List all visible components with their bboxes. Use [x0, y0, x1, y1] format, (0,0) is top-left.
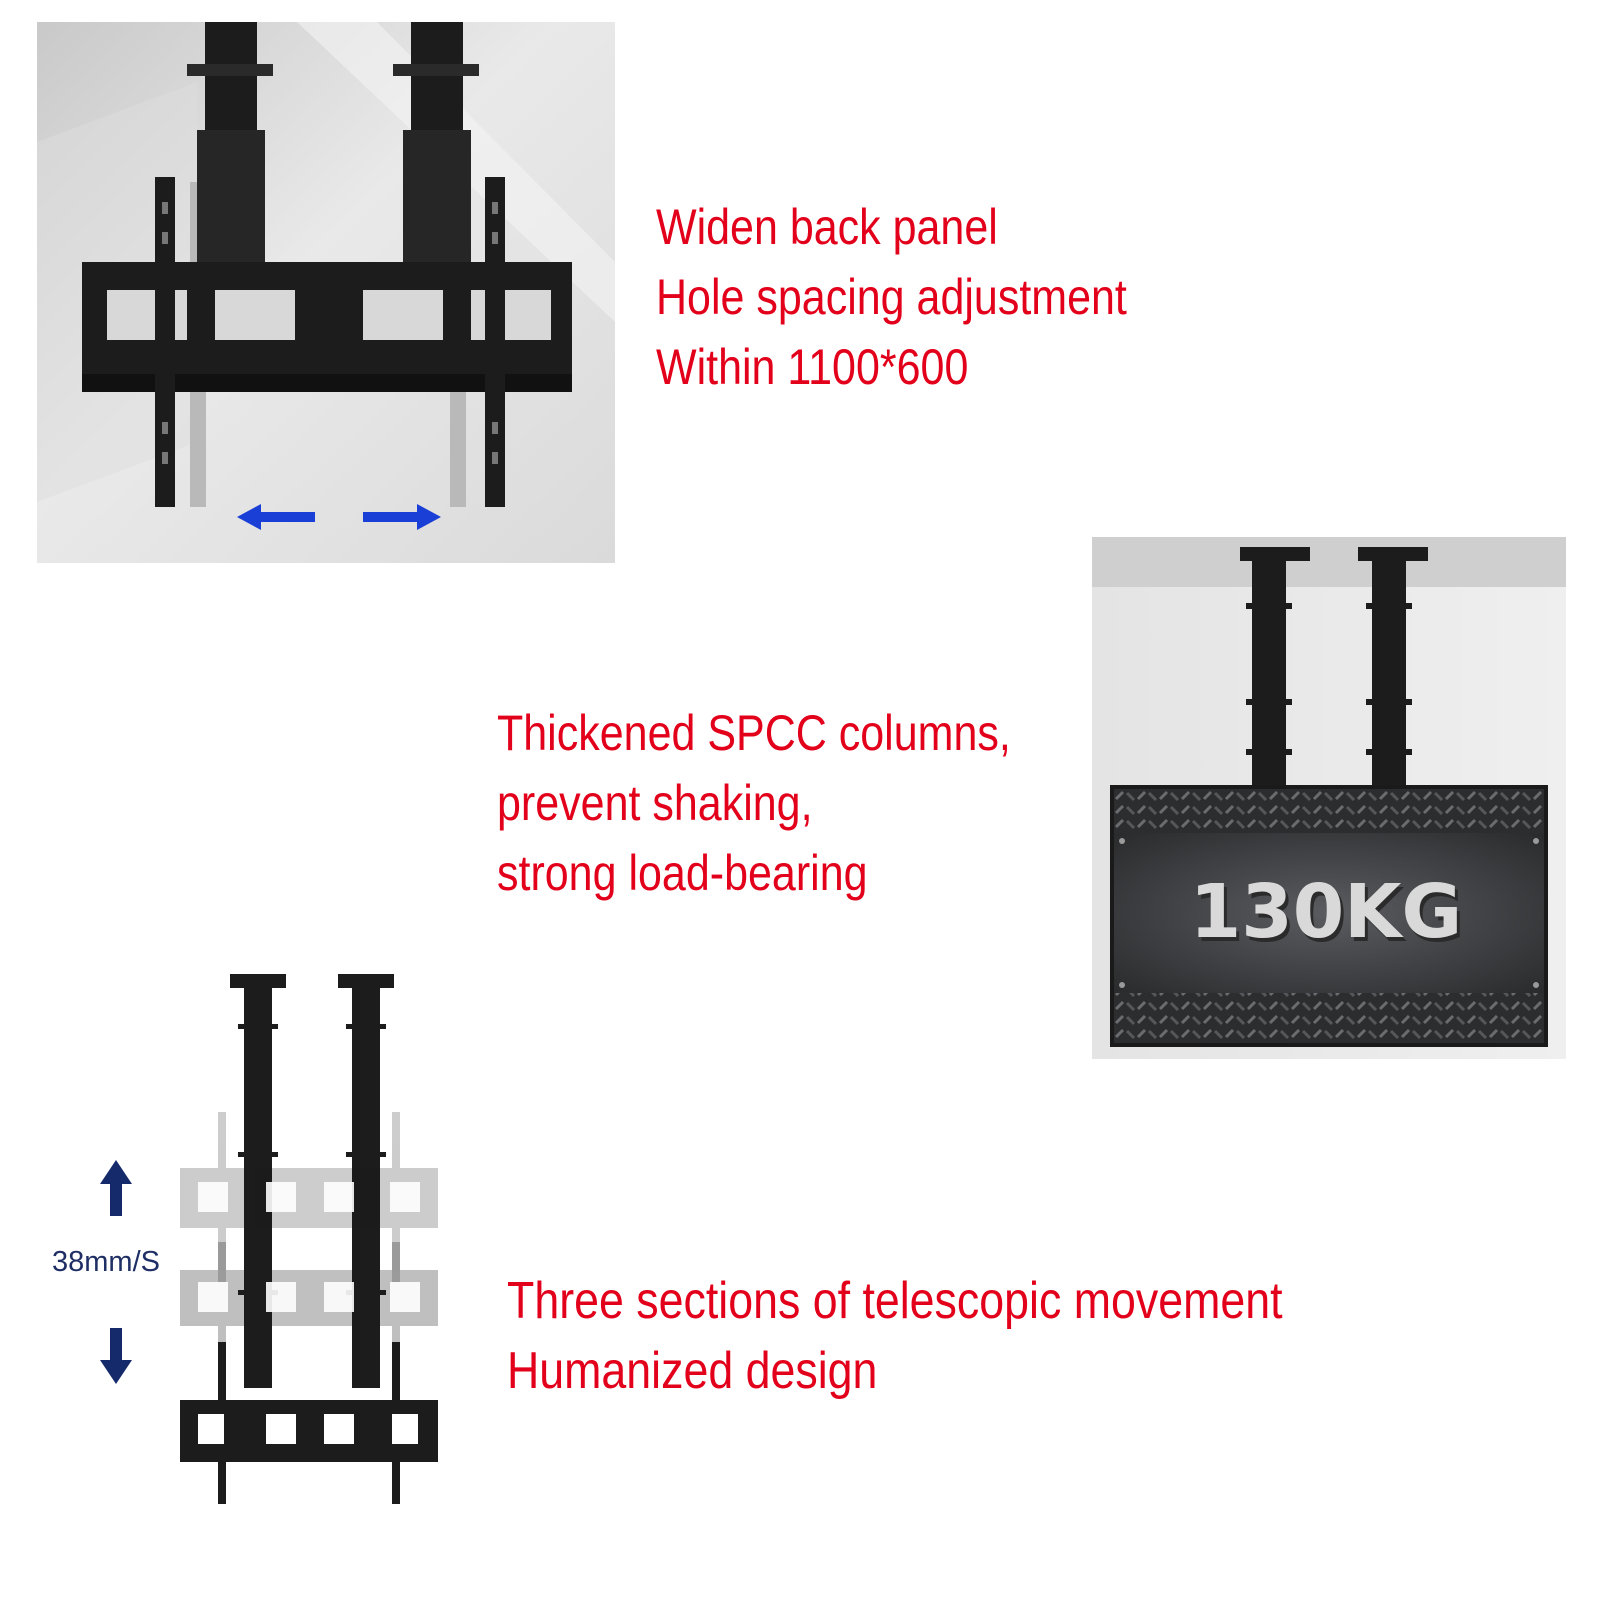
feature-line: Within 1100*600: [656, 339, 969, 395]
feature-text-telescopic: Three sections of telescopic movement Hu…: [507, 1266, 1283, 1406]
load-capacity-label-shadow: 130KG: [1193, 873, 1466, 959]
feature-line: Three sections of telescopic movement: [507, 1272, 1283, 1330]
telescopic-image: [178, 972, 442, 1512]
feature-line: prevent shaking,: [497, 775, 813, 831]
load-capacity-label: 130KG: [1190, 869, 1463, 955]
feature-line: Widen back panel: [656, 199, 998, 255]
feature-line: strong load-bearing: [497, 845, 868, 901]
feature-text-columns: Thickened SPCC columns, prevent shaking,…: [497, 698, 1011, 908]
load-bearing-image: 130KG 130KG: [1092, 537, 1566, 1059]
right-arrow-icon: [363, 504, 441, 530]
speed-label: 38mm/S: [52, 1246, 160, 1278]
feature-line: Hole spacing adjustment: [656, 269, 1127, 325]
up-arrow-icon: [100, 1160, 132, 1216]
feature-line: Thickened SPCC columns,: [497, 705, 1011, 761]
down-arrow-icon: [100, 1328, 132, 1384]
feature-text-back-panel: Widen back panel Hole spacing adjustment…: [656, 192, 1127, 402]
left-arrow-icon: [237, 504, 315, 530]
back-panel-image: [37, 22, 615, 563]
feature-line: Humanized design: [507, 1342, 878, 1400]
